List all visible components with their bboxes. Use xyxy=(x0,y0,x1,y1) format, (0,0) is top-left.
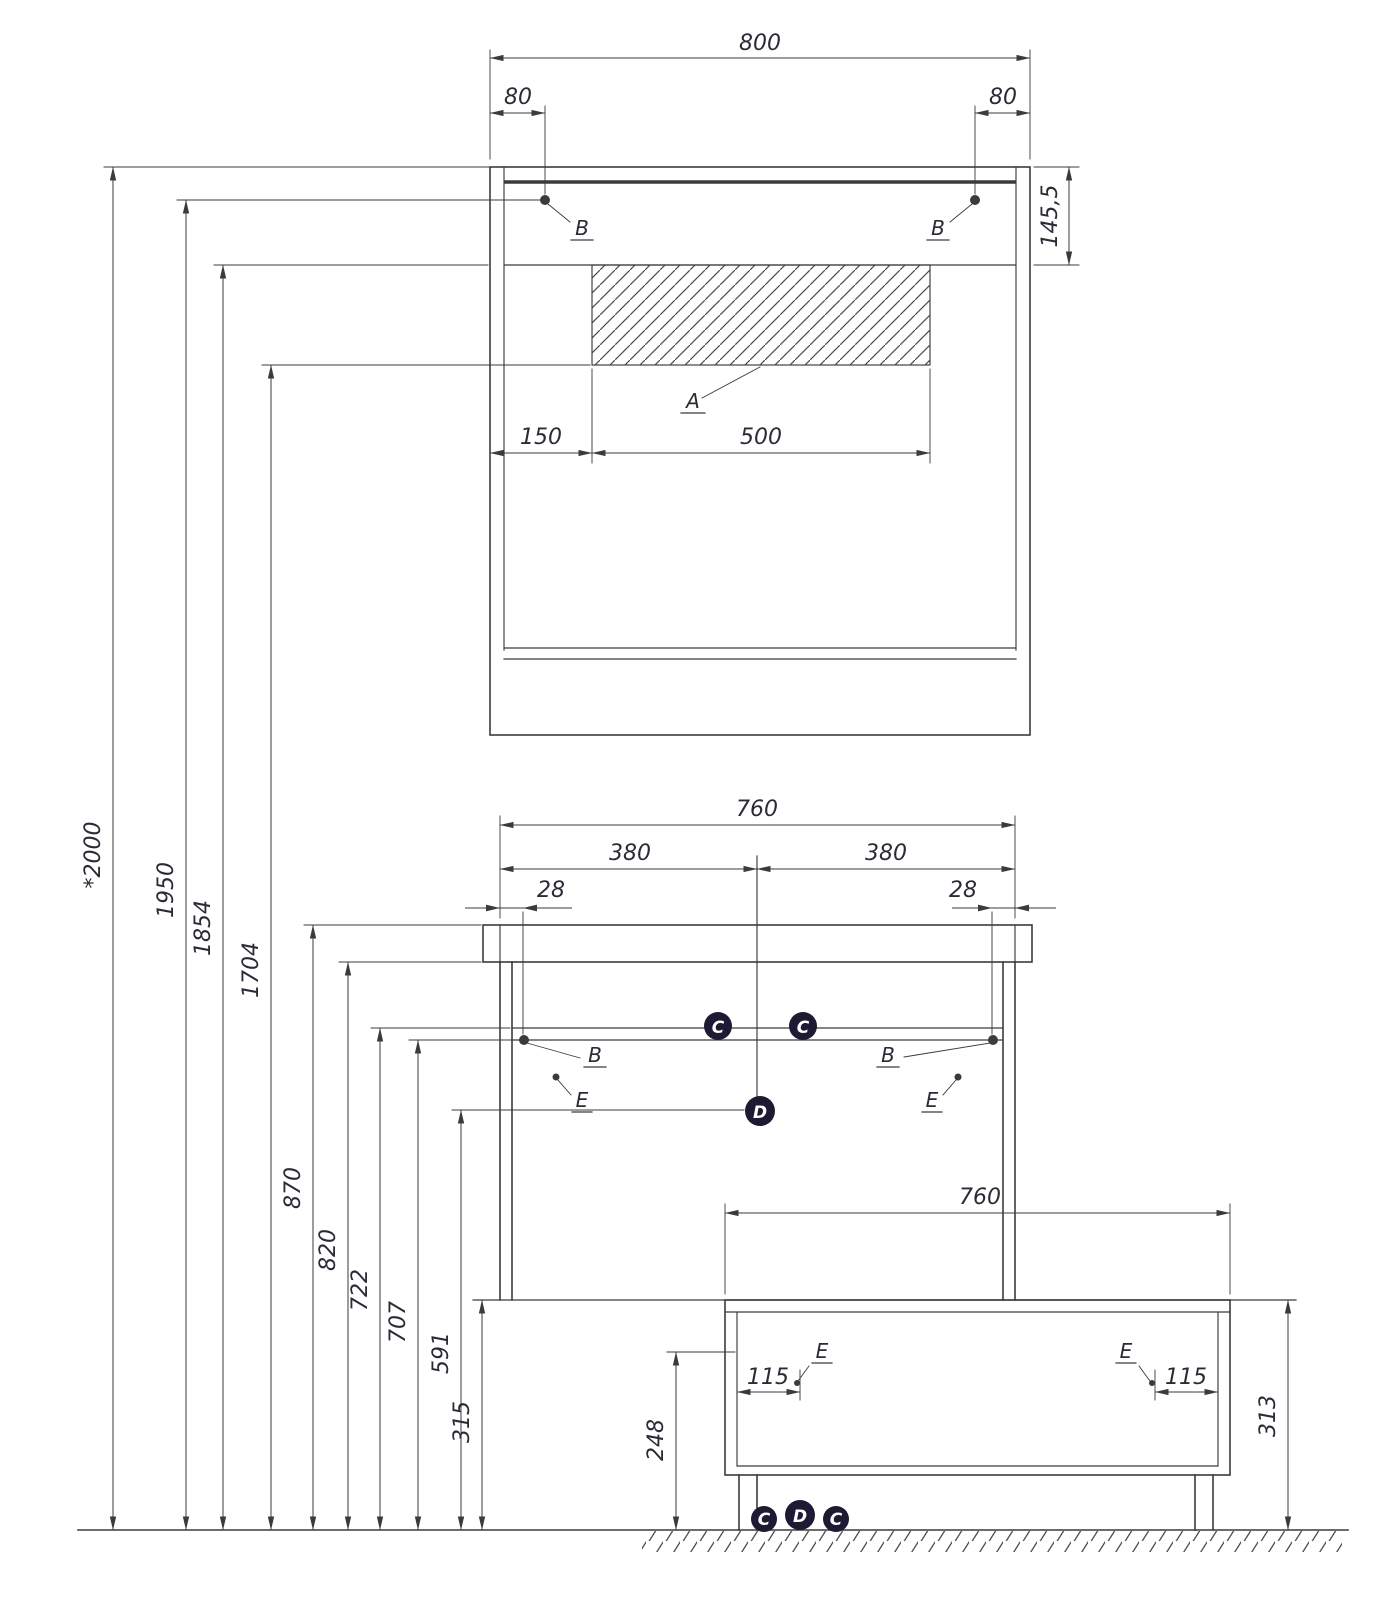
marker-c-right-letter: C xyxy=(797,1018,810,1038)
bench-inner-lines xyxy=(724,1311,1231,1467)
washstand-label-underlines xyxy=(571,1066,943,1113)
dim-500-label: 500 xyxy=(740,425,782,450)
mirror-cabinet-dimensions: 800 80 80 145,5 150 500 xyxy=(489,31,1080,464)
washstand-view: B B E E C C D xyxy=(472,855,1297,1301)
dim-248-label: 248 xyxy=(644,1419,669,1461)
dim-760-bench-label: 760 xyxy=(959,1185,1001,1210)
mount-point-b-mid-right-dot xyxy=(988,1035,998,1045)
marker-c-bottom-left xyxy=(751,1506,777,1532)
dim-145-label: 145,5 xyxy=(1038,185,1063,248)
dim-722-label: 722 xyxy=(348,1269,373,1311)
marker-d-letter: D xyxy=(753,1103,767,1123)
dim-380-right-label: 380 xyxy=(865,841,907,866)
bench-115-extension-lines xyxy=(799,1369,1156,1401)
washstand-side-walls xyxy=(499,961,1016,1301)
dim-1950-label: 1950 xyxy=(154,862,179,918)
marker-d-bottom-letter: D xyxy=(793,1507,807,1527)
lamp-area-hatch xyxy=(591,264,931,366)
mirror-label-underlines xyxy=(570,239,950,414)
marker-c-bottom-left-letter: C xyxy=(758,1510,771,1530)
dim-315-label: 315 xyxy=(450,1401,475,1443)
marker-d xyxy=(745,1096,775,1126)
dim-1854-label: 1854 xyxy=(191,900,216,956)
mirror-extension-lines xyxy=(489,49,1080,464)
dim-760-mid-label: 760 xyxy=(736,797,778,822)
dim-28-right-label: 28 xyxy=(949,878,977,903)
dim-115-right-label: 115 xyxy=(1165,1365,1207,1390)
ground xyxy=(77,1529,1349,1552)
dim-313-label: 313 xyxy=(1256,1395,1281,1437)
mirror-cabinet-inner-lines xyxy=(503,166,1017,660)
bench-view: E E 115 115 C D C xyxy=(724,1299,1231,1532)
dim-28-left-label: 28 xyxy=(537,878,565,903)
bench-legs xyxy=(738,1474,1214,1531)
ground-hatch xyxy=(642,1531,1342,1552)
point-e-bench-left-label: E xyxy=(816,1339,829,1363)
point-e-mid-left-dot xyxy=(552,1073,560,1081)
countertop-joints xyxy=(499,924,1016,963)
marker-c-left-letter: C xyxy=(712,1018,725,1038)
point-b-right-label: B xyxy=(931,216,945,240)
point-b-left-label: B xyxy=(575,216,589,240)
marker-c-right xyxy=(789,1012,817,1040)
mount-point-b-mid-left-dot xyxy=(519,1035,529,1045)
mount-point-b-left-dot xyxy=(540,195,550,205)
dim-380-left-label: 380 xyxy=(609,841,651,866)
dim-28-arrow xyxy=(523,904,537,912)
dim-28-arrow xyxy=(486,904,500,912)
dim-150-label: 150 xyxy=(520,425,562,450)
point-b-mid-right-label: B xyxy=(881,1043,895,1067)
dim-1704-label: 1704 xyxy=(239,942,264,998)
point-e-mid-left-label: E xyxy=(576,1088,589,1112)
marker-d-bottom xyxy=(785,1500,815,1530)
washstand-rails-and-centerline xyxy=(511,855,1004,1097)
dim-80-left-label: 80 xyxy=(504,85,532,110)
height-dimensions: *2000 1950 1854 1704 870 820 722 707 591… xyxy=(81,166,745,1531)
washstand-dimensions: 760 380 380 28 28 xyxy=(465,797,1056,1035)
mount-point-b-right-dot xyxy=(970,195,980,205)
dim-707-label: 707 xyxy=(386,1301,411,1343)
point-e-bench-right-dot xyxy=(1149,1380,1155,1386)
marker-c-bottom-right-letter: C xyxy=(830,1510,843,1530)
dim-591-label: 591 xyxy=(429,1332,454,1374)
height-extension-lines xyxy=(103,166,745,1301)
point-e-bench-left-dot xyxy=(794,1380,800,1386)
bench-extension-lines xyxy=(666,1203,1231,1353)
point-a-label: A xyxy=(684,389,700,413)
mirror-leader-lines xyxy=(547,203,973,399)
dim-870-label: 870 xyxy=(281,1167,306,1209)
mirror-cabinet-view: B B A xyxy=(489,166,1031,736)
point-b-mid-left-label: B xyxy=(588,1043,602,1067)
dim-2000-label: *2000 xyxy=(81,822,106,889)
dim-28-arrow xyxy=(1015,904,1029,912)
bench-leader-lines xyxy=(797,1365,1151,1382)
dim-28-arrow xyxy=(978,904,992,912)
dim-800-label: 800 xyxy=(739,31,781,56)
point-e-mid-right-dot xyxy=(954,1073,962,1081)
mirror-cabinet-outline xyxy=(489,166,1031,736)
bench-outline xyxy=(724,1299,1231,1476)
point-e-mid-right-label: E xyxy=(926,1088,939,1112)
dim-115-left-label: 115 xyxy=(747,1365,789,1390)
dim-80-right-label: 80 xyxy=(989,85,1017,110)
point-e-bench-right-label: E xyxy=(1120,1339,1133,1363)
dim-820-label: 820 xyxy=(316,1229,341,1271)
bench-dimensions: 760 248 313 xyxy=(644,1185,1292,1531)
washstand-leader-lines xyxy=(526,1042,991,1096)
marker-c-bottom-right xyxy=(823,1506,849,1532)
marker-c-left xyxy=(704,1012,732,1040)
